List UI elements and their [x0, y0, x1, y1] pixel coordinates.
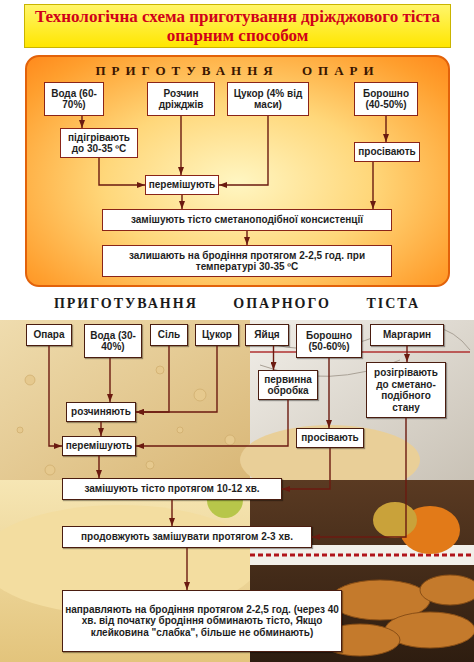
process-box: Вода (60-70%) — [44, 82, 104, 116]
pumpkin — [373, 502, 417, 538]
process-box: Маргарин — [370, 324, 444, 346]
flow-arrow — [186, 548, 187, 590]
process-box: Сіль — [150, 324, 188, 346]
box-text: Маргарин — [383, 329, 431, 341]
process-box: Борошно (50-60%) — [296, 324, 362, 358]
process-box: розчиняють — [66, 402, 136, 422]
process-box: Цукор (4% від маси) — [227, 82, 309, 116]
process-box: Вода (30-40%) — [84, 324, 142, 358]
flow-arrow — [171, 500, 172, 526]
box-text: розчиняють — [71, 406, 131, 418]
flow-arrow — [282, 448, 330, 489]
box-text: Опара — [33, 329, 64, 341]
process-box: направляють на бродіння протягом 2-2,5 г… — [62, 590, 342, 652]
flow-arrow — [109, 358, 110, 402]
process-box: Опара — [26, 324, 72, 346]
process-box: первинна обробка — [258, 370, 318, 400]
box-text: Яйця — [254, 329, 279, 341]
flow-arrow — [136, 346, 217, 412]
process-box: залишають на бродіння протягом 2-2,5 год… — [102, 245, 392, 277]
box-text: Борошно (40-50%) — [357, 88, 415, 111]
box-text: Розчин дріжджів — [150, 88, 212, 111]
box-text: Вода (30-40%) — [87, 330, 139, 353]
section-heading: ПРИГОТУВАННЯ ОПАРИ — [27, 63, 448, 79]
process-box: Борошно (40-50%) — [354, 82, 418, 116]
box-text: просівають — [301, 432, 358, 444]
process-box: Цукор — [195, 324, 239, 346]
process-box: продовжують замішувати протягом 2-3 хв. — [62, 526, 312, 548]
process-box: просівають — [354, 142, 420, 162]
process-box: замішують тісто протягом 10-12 хв. — [62, 478, 282, 500]
box-text: Вода (60-70%) — [47, 88, 101, 111]
box-text: залишають на бродіння протягом 2-2,5 год… — [105, 250, 389, 273]
box-text: продовжують замішувати протягом 2-3 хв. — [81, 531, 293, 543]
flow-arrow — [98, 456, 99, 478]
box-text: Цукор — [202, 329, 232, 341]
process-box: просівають — [296, 428, 364, 448]
flow-arrow — [136, 400, 288, 446]
pies — [320, 575, 474, 656]
process-box: перемішують — [62, 436, 136, 456]
box-text: перемішують — [149, 179, 216, 191]
title-banner: Технологічна схема приготування дріжджов… — [24, 4, 451, 48]
box-text: Цукор (4% від маси) — [230, 88, 306, 111]
flow-arrow — [328, 358, 329, 428]
box-text: просівають — [358, 146, 415, 158]
flow-arrow — [406, 346, 407, 362]
towel-pattern — [250, 554, 474, 557]
box-text: розігрівають до сметано-подібного стану — [369, 367, 443, 413]
flow-arrow — [100, 422, 101, 436]
section-panel: ПРИГОТУВАННЯ ОПАРИ Вода (60-70%) Розчин др… — [25, 55, 450, 287]
batter-bubbles — [17, 366, 235, 475]
box-text: Сіль — [158, 329, 181, 341]
process-box: підігрівають до 30-35 ºС — [60, 128, 138, 158]
process-box: Яйця — [245, 324, 289, 346]
batter-photo — [0, 320, 250, 480]
box-text: підігрівають до 30-35 ºС — [63, 132, 135, 155]
box-text: замішують тісто сметаноподібної консисте… — [131, 214, 363, 226]
box-text: первинна обробка — [261, 374, 315, 397]
box-text: Борошно (50-60%) — [299, 330, 359, 353]
box-text: замішують тісто протягом 10-12 хв. — [84, 483, 259, 495]
process-box: замішують тісто сметаноподібної консисте… — [102, 209, 392, 231]
flow-arrow — [273, 346, 274, 370]
box-text: перемішують — [66, 440, 133, 452]
process-box: перемішують — [145, 175, 219, 195]
section-heading: ПРИГОТУВАННЯ ОПАРНОГО ТІСТА — [0, 296, 474, 312]
process-box: розігрівають до сметано-подібного стану — [366, 362, 446, 418]
box-text: направляють на бродіння протягом 2-2,5 г… — [65, 604, 339, 639]
process-box: Розчин дріжджів — [147, 82, 215, 116]
flow-arrow — [49, 346, 62, 446]
